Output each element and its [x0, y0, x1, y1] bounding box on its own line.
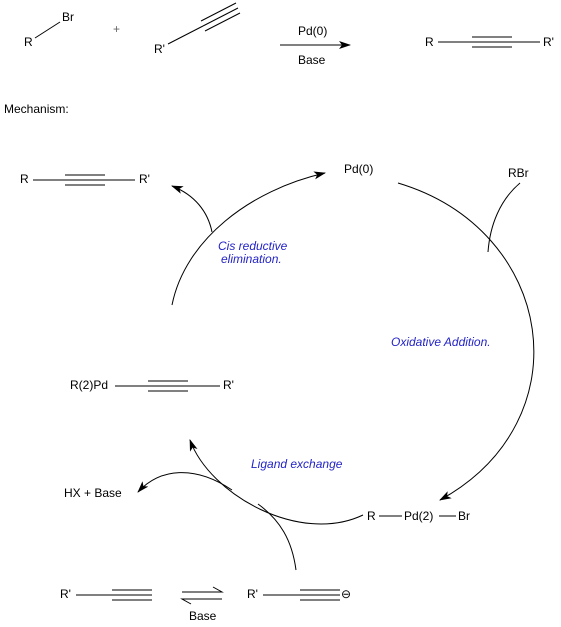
acetylide-incoming-curve — [257, 503, 297, 571]
plus-sign: + — [113, 22, 120, 36]
product-r-prime-label: R' — [543, 35, 554, 49]
equilibrium-reverse-harpoon — [180, 598, 222, 605]
product-internal-alkyne — [438, 36, 540, 48]
cycle-product-r-prime-label: R' — [139, 172, 150, 186]
product-r-label: R — [425, 35, 434, 49]
negative-charge-icon: ⊖ — [341, 587, 351, 601]
cycle-product-alkyne: R R' — [20, 172, 150, 186]
pd2-br-label: Br — [458, 509, 470, 523]
alkynyl-pd-intermediate: R(2)Pd R' — [70, 378, 234, 392]
pd2-r-label: R — [367, 509, 376, 523]
cycle: Pd(0) RBr Oxidative Addition. R Pd(2) Br… — [20, 162, 535, 571]
catalyst-pd0-label: Pd(0) — [344, 162, 373, 176]
ligand-exchange-arc — [189, 439, 364, 525]
step-oxidative-addition: Oxidative Addition. — [391, 335, 491, 349]
reactant1-bond — [34, 21, 61, 39]
step-reductive-elimination-line1: Cis reductive — [218, 239, 288, 253]
reactant1-br-label: Br — [62, 10, 74, 24]
rbr-incoming-curve — [487, 182, 521, 253]
equilibrium-forward-harpoon — [182, 586, 224, 593]
reactant2-r-label: R' — [154, 42, 165, 56]
alkynyl-pd-label: R(2)Pd — [70, 378, 108, 392]
mechanism-heading: Mechanism: — [4, 102, 69, 116]
byproduct-label: HX + Base — [64, 486, 122, 500]
condition-base: Base — [298, 53, 326, 67]
step-reductive-elimination-line2: elimination. — [221, 252, 282, 266]
alkyne-r-prime-label: R' — [60, 587, 71, 601]
reactant2-terminal-alkyne — [167, 2, 241, 45]
alkynyl-r-prime-label: R' — [223, 378, 234, 392]
cycle-product-r-label: R — [20, 172, 29, 186]
hx-outgoing-arrow — [137, 472, 233, 493]
step-ligand-exchange: Ligand exchange — [251, 457, 343, 471]
reagent-rbr-label: RBr — [508, 166, 529, 180]
equilibrium-base-label: Base — [189, 609, 217, 623]
condition-catalyst: Pd(0) — [298, 24, 327, 38]
deprotonation-equilibrium: R' Base R' ⊖ — [60, 586, 351, 623]
oxidative-addition-arc — [397, 182, 535, 501]
reductive-elimination-arc — [171, 171, 326, 306]
reactant1-r-label: R — [24, 35, 33, 49]
pd2-intermediate: R Pd(2) Br — [367, 509, 470, 523]
product-outgoing-arrow — [171, 185, 213, 233]
overall-reaction: R Br + R' Pd(0) Base R R' — [24, 2, 554, 67]
acetylide-r-prime-label: R' — [247, 587, 258, 601]
pd2-center-label: Pd(2) — [404, 509, 433, 523]
